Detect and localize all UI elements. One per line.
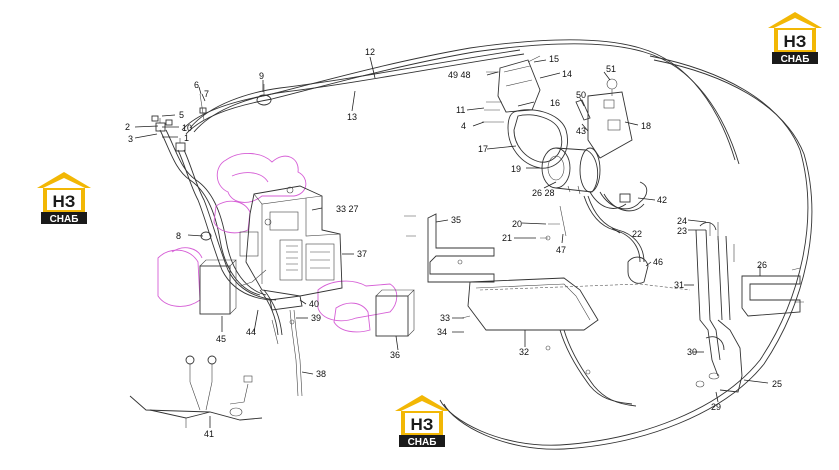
callout-51: 51	[606, 64, 616, 74]
callout-24: 24	[677, 216, 687, 226]
callout-26: 26	[757, 260, 767, 270]
brand-logo-left: НЗ СНАБ	[33, 168, 95, 226]
callout-9: 9	[259, 71, 264, 81]
callout-39: 39	[311, 313, 321, 323]
compressor-19	[541, 147, 627, 209]
callout-20: 20	[512, 219, 522, 229]
callout-33: 33	[440, 313, 450, 323]
callout-5: 5	[179, 110, 184, 120]
callout-47: 47	[556, 245, 566, 255]
callout-1: 1	[184, 133, 189, 143]
svg-text:СНАБ: СНАБ	[781, 54, 810, 65]
callout-45: 45	[216, 334, 226, 344]
callout-32: 32	[519, 347, 529, 357]
svg-text:НЗ: НЗ	[411, 415, 434, 434]
svg-text:СНАБ: СНАБ	[50, 214, 79, 225]
brand-logo-top-right: НЗ СНАБ	[764, 8, 826, 66]
callout-6: 6	[194, 80, 199, 90]
air-duct-pink	[157, 153, 398, 333]
wiring-harness-41	[129, 355, 263, 428]
clamp-9	[256, 84, 272, 106]
callout-2: 2	[125, 122, 130, 132]
callout-10: 10	[182, 123, 192, 133]
callout-19: 19	[511, 164, 521, 174]
hose-bundle-left	[155, 118, 283, 336]
svg-text:СНАБ: СНАБ	[408, 437, 437, 448]
hose-42-22	[583, 181, 648, 263]
callout-43: 43	[576, 126, 586, 136]
compressor-mount	[482, 55, 633, 169]
hvac-unit	[239, 185, 343, 297]
callout-22: 22	[632, 229, 642, 239]
callout-18: 18	[641, 121, 651, 131]
filter-pads	[199, 259, 415, 337]
callout-50: 50	[576, 90, 586, 100]
callout-35: 35	[451, 215, 461, 225]
callout-42: 42	[657, 195, 667, 205]
callout-33-27: 33 27	[336, 204, 359, 214]
callout-13: 13	[347, 112, 357, 122]
callout-3: 3	[128, 134, 133, 144]
callout-40: 40	[309, 299, 319, 309]
fitting-46	[627, 256, 649, 284]
callout-41: 41	[204, 429, 214, 439]
callout-labels: 1 2 3 4 5 6 7 8 9 10 11 12 13 14 15 16 1…	[125, 47, 782, 439]
callout-30: 30	[687, 347, 697, 357]
callout-36: 36	[390, 350, 400, 360]
bracket-cable-38-40	[269, 295, 303, 397]
callout-17: 17	[478, 144, 488, 154]
callout-34: 34	[437, 327, 447, 337]
svg-text:НЗ: НЗ	[784, 32, 807, 51]
callout-25: 25	[772, 379, 782, 389]
callout-7: 7	[204, 89, 209, 99]
callout-12: 12	[365, 47, 375, 57]
callout-26-28: 26 28	[532, 188, 555, 198]
callout-16: 16	[550, 98, 560, 108]
leader-lines	[134, 56, 769, 428]
brand-logo-bottom-center: НЗ СНАБ	[391, 391, 453, 449]
callout-14: 14	[562, 69, 572, 79]
callout-8: 8	[176, 231, 181, 241]
svg-text:НЗ: НЗ	[53, 192, 76, 211]
callout-37: 37	[357, 249, 367, 259]
callout-15: 15	[549, 54, 559, 64]
callout-23: 23	[677, 226, 687, 236]
bolts-20-21-47	[540, 205, 567, 241]
bracket-26-right	[741, 267, 804, 317]
callout-11: 11	[456, 105, 465, 115]
connectors-5-10	[151, 93, 207, 126]
callout-44: 44	[246, 327, 256, 337]
hose-routing-32	[461, 277, 691, 407]
callout-49-48: 49 48	[448, 70, 471, 80]
callout-31: 31	[674, 280, 684, 290]
callout-21: 21	[502, 233, 512, 243]
callout-38: 38	[316, 369, 326, 379]
callout-46: 46	[653, 257, 663, 267]
hose-12-13	[181, 39, 813, 450]
callout-29: 29	[711, 402, 721, 412]
bracket-35	[404, 213, 495, 283]
tubes-31-25-29	[695, 222, 743, 393]
callout-4: 4	[461, 121, 466, 131]
